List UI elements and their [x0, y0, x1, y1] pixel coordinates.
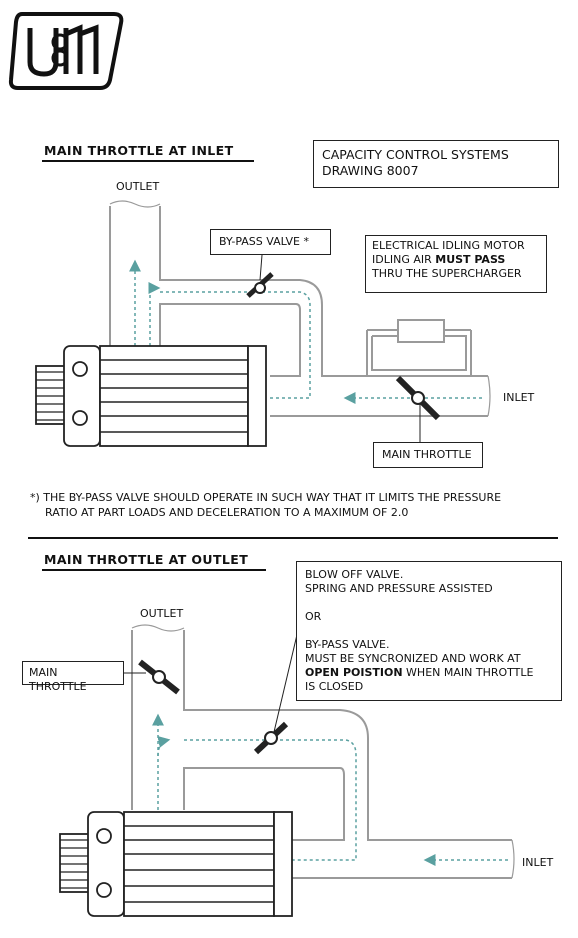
utm-logo — [8, 12, 124, 90]
top-main-throttle-label: MAIN THROTTLE — [373, 442, 483, 468]
blow-or: OR — [305, 610, 322, 623]
top-bypass-valve-icon — [246, 272, 274, 298]
motor-line-2-bold: MUST PASS — [435, 253, 506, 266]
bottom-flow-lines — [152, 713, 508, 866]
bottom-inlet-label: INLET — [522, 856, 554, 869]
blow-line-5-bold: OPEN POISTION — [305, 666, 403, 679]
title-line-1: CAPACITY CONTROL SYSTEMS — [322, 147, 509, 162]
bottom-pipes — [131, 624, 515, 879]
electrical-idling-motor-box: ELECTRICAL IDLING MOTOR IDLING AIR MUST … — [365, 235, 547, 293]
footnote-line-1: *) THE BY-PASS VALVE SHOULD OPERATE IN S… — [30, 490, 570, 505]
title-box: CAPACITY CONTROL SYSTEMS DRAWING 8007 — [313, 140, 559, 188]
top-inlet-label: INLET — [503, 391, 535, 404]
blow-line-6: IS CLOSED — [305, 680, 364, 693]
blow-off-valve-box: BLOW OFF VALVE. SPRING AND PRESSURE ASSI… — [296, 561, 562, 701]
bottom-outlet-label: OUTLET — [140, 607, 184, 620]
top-outlet-pipe — [109, 200, 491, 417]
blow-spacer-2 — [305, 624, 553, 638]
top-supercharger — [35, 345, 267, 447]
motor-line-3: THRU THE SUPERCHARGER — [372, 267, 522, 280]
footnote-text-1: THE BY-PASS VALVE SHOULD OPERATE IN SUCH… — [43, 491, 502, 504]
top-leader-lines — [259, 254, 421, 442]
top-heading: MAIN THROTTLE AT INLET — [44, 143, 234, 158]
section-divider — [28, 537, 558, 539]
footnote-line-2: RATIO AT PART LOADS AND DECELERATION TO … — [45, 506, 409, 519]
title-line-2: DRAWING 8007 — [322, 163, 419, 178]
top-heading-underline — [42, 160, 254, 162]
blow-line-2: SPRING AND PRESSURE ASSISTED — [305, 582, 493, 595]
blow-spacer-1 — [305, 596, 553, 610]
bottom-blowoff-valve-icon — [253, 721, 289, 755]
top-main-throttle-icon — [395, 375, 441, 421]
blow-line-1: BLOW OFF VALVE. — [305, 568, 404, 581]
blow-line-5: OPEN POISTION WHEN MAIN THROTTLE — [305, 666, 553, 680]
bottom-leader-lines — [124, 621, 301, 733]
footnote: *) THE BY-PASS VALVE SHOULD OPERATE IN S… — [30, 490, 570, 520]
top-bypass-valve-label: BY-PASS VALVE * — [210, 229, 331, 255]
bottom-main-throttle-label: MAIN THROTTLE — [22, 661, 124, 693]
bottom-heading-underline — [42, 569, 266, 571]
bottom-main-throttle-icon — [138, 659, 180, 695]
top-outlet-label: OUTLET — [116, 180, 160, 193]
motor-line-2-pre: IDLING AIR — [372, 253, 436, 266]
motor-line-2: IDLING AIR MUST PASS — [372, 253, 540, 267]
motor-line-1: ELECTRICAL IDLING MOTOR — [372, 239, 525, 252]
blow-line-4: MUST BE SYNCRONIZED AND WORK AT — [305, 652, 521, 665]
blow-line-3: BY-PASS VALVE. — [305, 638, 390, 651]
footnote-marker: *) — [30, 491, 40, 504]
blow-line-5-rest: WHEN MAIN THROTTLE — [402, 666, 534, 679]
bottom-supercharger — [59, 811, 293, 917]
bottom-heading: MAIN THROTTLE AT OUTLET — [44, 552, 249, 567]
